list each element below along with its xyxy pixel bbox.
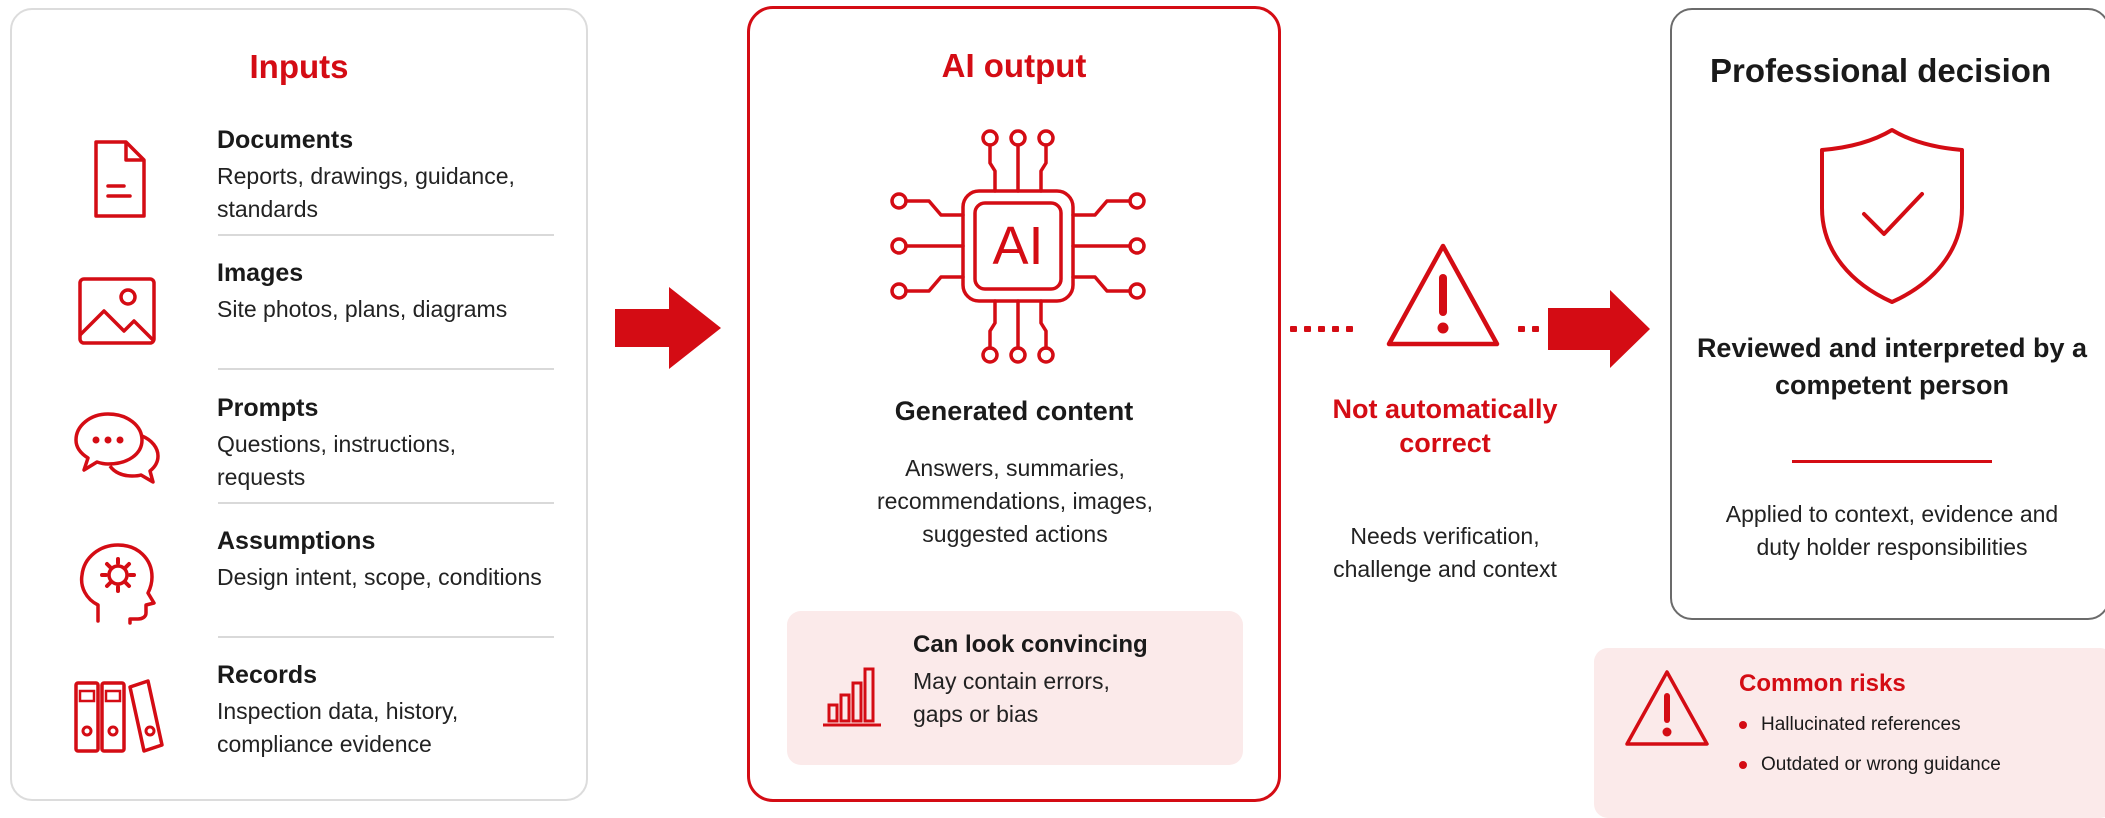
bullet-icon	[1739, 720, 1747, 729]
risk-item-label: Outdated or wrong guidance	[1761, 754, 2001, 775]
input-item-title: Prompts	[217, 394, 319, 422]
input-item-documents: Documents Reports, drawings, guidance, s…	[68, 126, 556, 260]
ai-output-panel: AI output	[747, 6, 1281, 802]
inputs-title: Inputs	[249, 48, 349, 85]
convincing-callout: Can look convincing May contain errors, …	[787, 611, 1243, 765]
risk-item-label: Hallucinated references	[1761, 714, 1961, 735]
image-icon	[68, 265, 164, 361]
input-item-title: Records	[217, 661, 318, 689]
divider	[218, 368, 554, 370]
head-gear-icon	[68, 533, 164, 629]
chat-bubbles-icon	[68, 400, 164, 496]
bar-chart-icon	[819, 661, 889, 731]
warning-triangle-icon	[1383, 240, 1503, 352]
professional-decision-panel: Professional decision Reviewed and inter…	[1670, 8, 2105, 620]
divider	[218, 502, 554, 504]
input-item-title: Images	[217, 259, 304, 287]
arrow-right-icon	[615, 287, 725, 369]
warning-title: Not automatically correct	[1332, 394, 1558, 458]
input-item-desc: Site photos, plans, diagrams	[217, 296, 508, 322]
input-item-title: Documents	[217, 126, 354, 154]
callout-desc: May contain errors, gaps or bias	[913, 668, 1110, 727]
input-item-records: Records Inspection data, history, compli…	[68, 661, 556, 795]
ai-chip-icon: AI	[883, 127, 1153, 372]
decision-desc: Applied to context, evidence and duty ho…	[1725, 501, 2059, 560]
input-item-desc: Questions, instructions, requests	[217, 431, 457, 490]
dotted-connector-with-warning	[1286, 232, 1676, 382]
input-item-title: Assumptions	[217, 527, 376, 555]
generated-content-desc: Answers, summaries, recommendations, ima…	[876, 455, 1154, 547]
warning-triangle-icon	[1622, 666, 1712, 752]
shield-check-icon	[1812, 122, 1972, 312]
decision-divider	[1792, 460, 1992, 463]
warning-desc: Needs verification, challenge and contex…	[1333, 523, 1557, 582]
bullet-icon	[1739, 760, 1747, 769]
input-item-assumptions: Assumptions Design intent, scope, condit…	[68, 527, 556, 661]
input-item-desc: Inspection data, history, compliance evi…	[217, 698, 459, 757]
callout-title: Can look convincing	[913, 631, 1148, 658]
generated-content-title: Generated content	[894, 396, 1134, 426]
risks-title: Common risks	[1739, 670, 1906, 697]
ai-chip-label: AI	[992, 216, 1043, 276]
risk-list-item: Hallucinated references	[1739, 714, 1961, 736]
divider	[218, 636, 554, 638]
document-icon	[68, 132, 164, 228]
common-risks-panel: Common risks Hallucinated references Out…	[1594, 648, 2105, 818]
divider	[218, 234, 554, 236]
decision-title: Professional decision	[1710, 52, 2052, 89]
input-item-desc: Reports, drawings, guidance, standards	[217, 163, 515, 222]
inputs-panel: Inputs Documents Reports, drawings, guid…	[10, 8, 588, 801]
risk-list-item: Outdated or wrong guidance	[1739, 754, 2001, 776]
input-item-images: Images Site photos, plans, diagrams	[68, 259, 556, 393]
input-item-prompts: Prompts Questions, instructions, request…	[68, 394, 556, 528]
decision-subtitle: Reviewed and interpreted by a competent …	[1696, 333, 2088, 400]
ai-output-title: AI output	[941, 47, 1087, 84]
binders-icon	[68, 667, 164, 763]
input-item-desc: Design intent, scope, conditions	[217, 564, 542, 590]
